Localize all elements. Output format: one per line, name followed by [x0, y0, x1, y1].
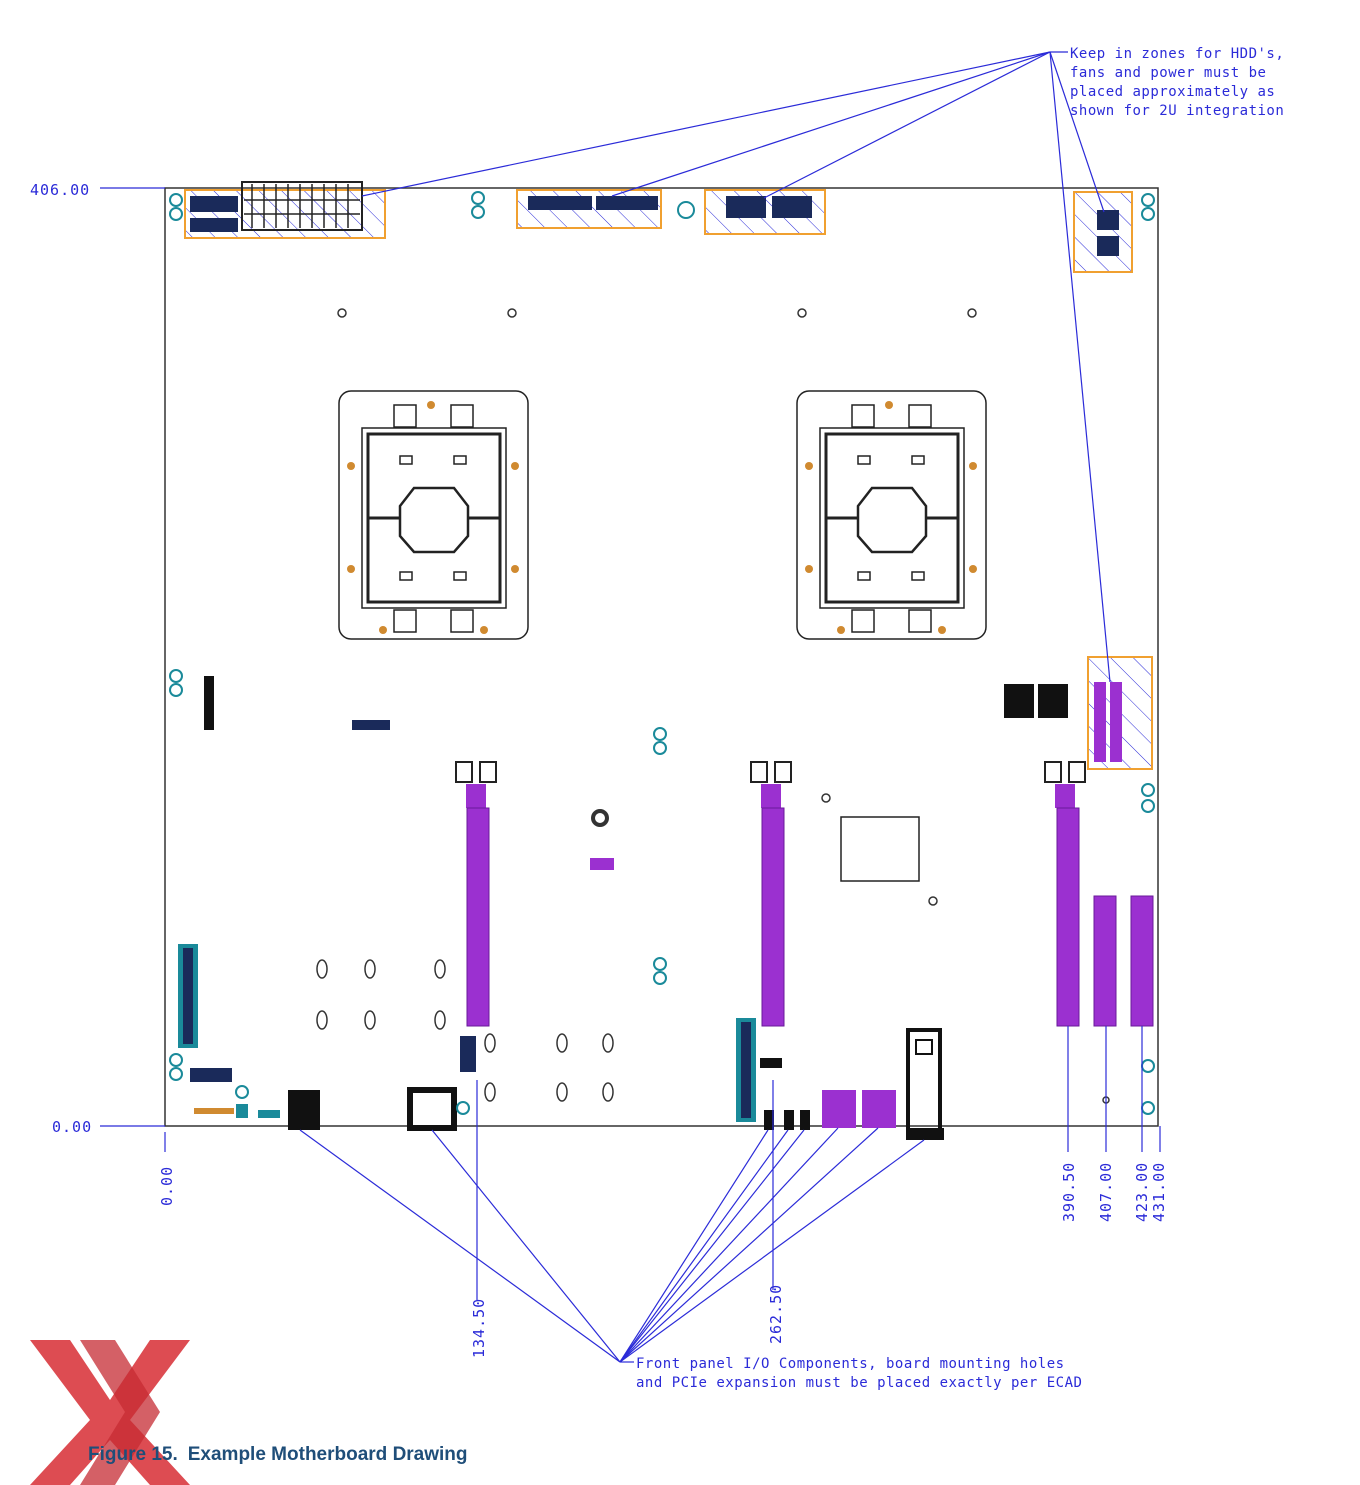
dim-label-y-0: 0.00 — [52, 1118, 92, 1136]
dim-label-x-407: 407.00 — [1097, 1162, 1115, 1222]
cpu-socket-1 — [338, 390, 529, 640]
io-port-4 — [862, 1090, 896, 1128]
pcie-slot-3 — [1056, 807, 1080, 1027]
dim-label-x-431: 431.00 — [1150, 1162, 1168, 1222]
pcie-slot-4 — [1093, 895, 1117, 1027]
svg-text:placed approximately as: placed approximately as — [1070, 84, 1275, 100]
front-panel-leaders — [299, 1127, 925, 1363]
svg-text:Keep in zones for HDD's,: Keep in zones for HDD's, — [1070, 46, 1284, 62]
cpu-socket-1-screws — [347, 401, 519, 634]
keep-in-zones — [184, 189, 1153, 770]
io-port-2 — [407, 1087, 457, 1131]
svg-text:shown for 2U integration: shown for 2U integration — [1070, 103, 1284, 119]
standoffs — [316, 959, 614, 1102]
svg-text:and PCIe expansion must be pla: and PCIe expansion must be placed exactl… — [636, 1375, 1082, 1391]
front-panel-io — [288, 1018, 944, 1140]
dim-label-x-134: 134.50 — [470, 1298, 488, 1358]
pcie-slot-5 — [1130, 895, 1154, 1027]
left-connectors — [178, 944, 280, 1118]
misc-components — [204, 676, 1068, 882]
chipset — [840, 816, 920, 882]
pcie-slot-2 — [761, 807, 785, 1027]
dimension-lines — [100, 187, 1161, 1300]
figure-title: Example Motherboard Drawing — [187, 1444, 468, 1465]
front-panel-note: Front panel I/O Components, board mounti… — [636, 1356, 1082, 1391]
dim-label-y-406: 406.00 — [30, 181, 90, 199]
mounting-holes — [169, 191, 1155, 1115]
keep-in-note: Keep in zones for HDD's, fans and power … — [1070, 46, 1284, 119]
io-port-5 — [906, 1028, 942, 1140]
dim-label-x-390: 390.50 — [1060, 1162, 1078, 1222]
keep-in-zone-top-right — [1073, 191, 1133, 273]
keep-in-leaders — [361, 51, 1111, 683]
figure-caption: Figure 15. Example Motherboard Drawing — [88, 1444, 468, 1466]
pcie-slots — [455, 682, 1154, 1027]
io-port-3 — [822, 1090, 856, 1128]
figure-number: Figure 15. — [88, 1444, 178, 1465]
svg-text:Front panel I/O Components, bo: Front panel I/O Components, board mounti… — [636, 1356, 1065, 1372]
cpu-socket-2 — [796, 390, 987, 640]
small-holes — [337, 308, 1110, 1104]
pcie-slot-1 — [466, 807, 490, 1027]
io-port-1 — [288, 1090, 320, 1130]
dim-label-x-0: 0.00 — [158, 1166, 176, 1206]
dim-label-x-262: 262.50 — [767, 1284, 785, 1344]
svg-text:fans and power must be: fans and power must be — [1070, 65, 1266, 81]
watermark-logo — [30, 1340, 190, 1485]
top-connectors — [190, 181, 1119, 256]
dim-label-x-423: 423.00 — [1133, 1162, 1151, 1222]
cpu-socket-2-screws — [805, 401, 977, 634]
board-outline — [164, 187, 1159, 1127]
